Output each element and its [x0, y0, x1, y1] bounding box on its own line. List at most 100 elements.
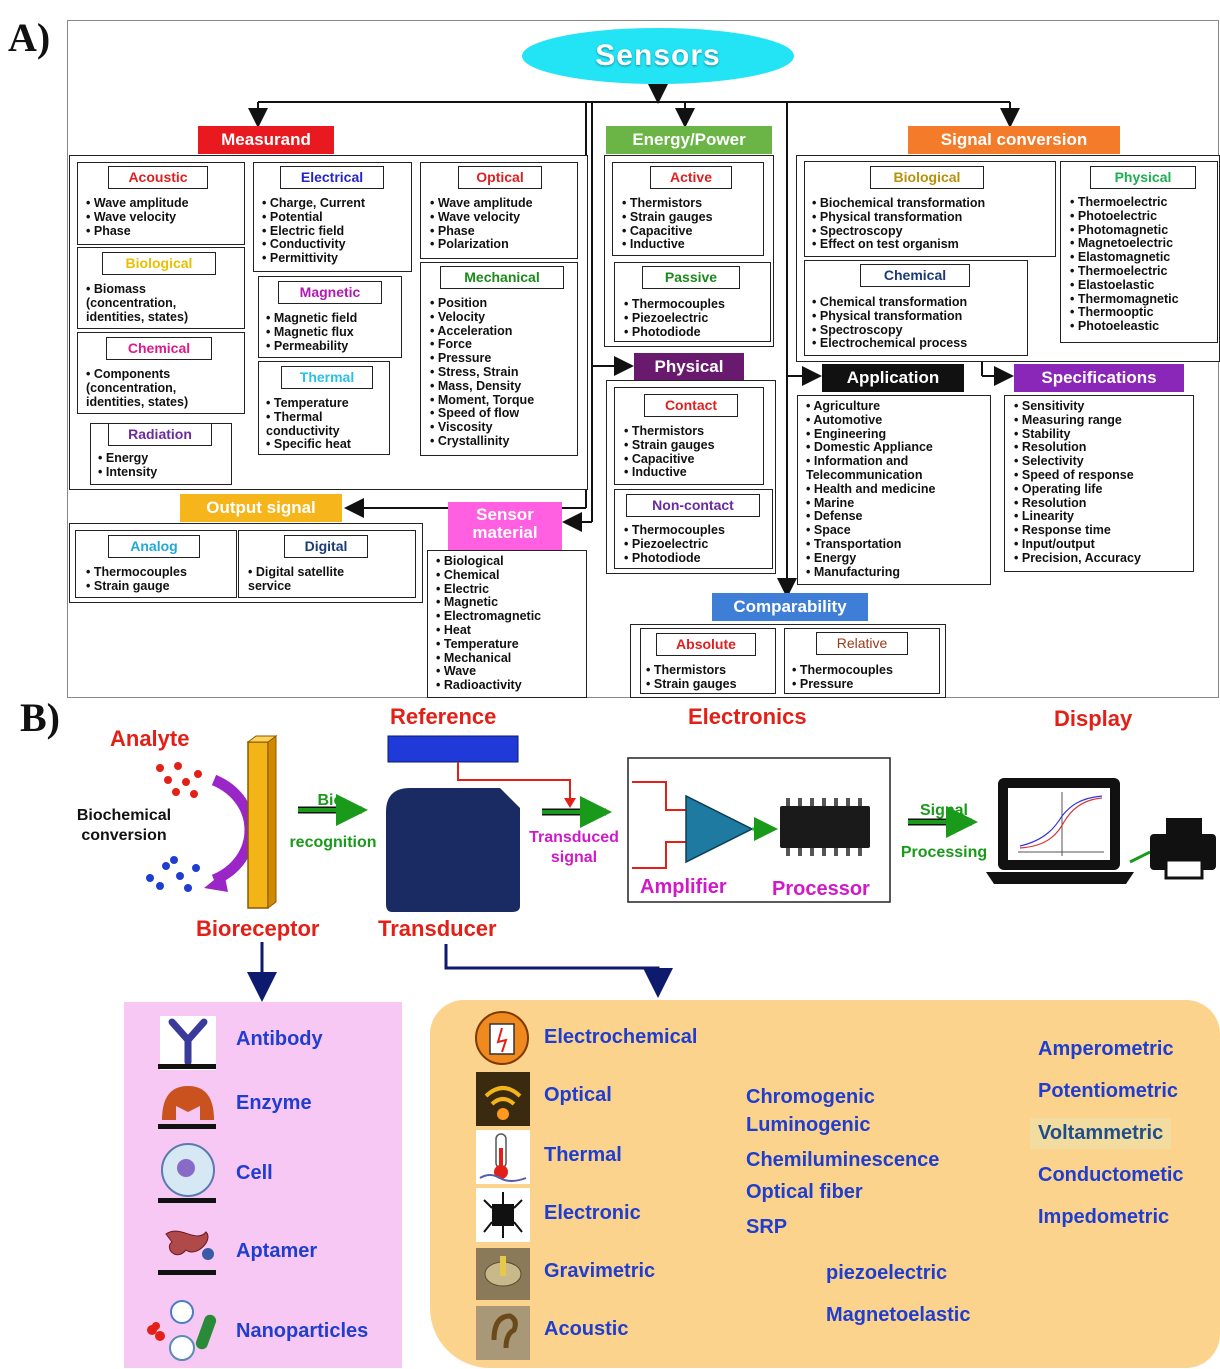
thermal-label: Thermal	[544, 1144, 622, 1166]
list-item: Pressure	[430, 351, 534, 366]
list-item: Thermistors	[624, 424, 715, 439]
list-item: Inductive	[624, 466, 715, 480]
enzyme-icon	[158, 1086, 216, 1129]
biochemical-conversion-label: Biochemical conversion	[76, 807, 172, 844]
antibody-label: Antibody	[236, 1028, 323, 1050]
electrochemical-icon	[475, 1011, 529, 1065]
thermal-list: Temperature Thermal conductivity Specifi…	[266, 396, 384, 452]
list-item: Force	[430, 338, 534, 352]
srp-label: SRP	[746, 1216, 788, 1238]
list-item: Physical transformation	[812, 309, 967, 324]
piezoelectric-label: piezoelectric	[826, 1262, 948, 1284]
magnetic-list: Magnetic field Magnetic flux Permeabilit…	[266, 311, 357, 354]
list-item: Information and Telecommunication	[806, 454, 986, 483]
list-item: Temperature	[266, 396, 384, 411]
acoustic-list: Wave amplitude Wave velocity Phase	[86, 196, 189, 239]
list-item: Electromagnetic	[436, 609, 541, 624]
list-item: Thermistors	[646, 663, 737, 678]
digital-list: Digital satellite service	[248, 565, 368, 594]
list-item: Elastomagnetic	[1070, 250, 1179, 265]
list-item: Wave	[436, 665, 541, 679]
magnetic-title: Magnetic	[278, 281, 382, 304]
radiation-title: Radiation	[108, 423, 212, 446]
list-item: Thermomagnetic	[1070, 292, 1179, 307]
impedometric-label: Impedometric	[1038, 1206, 1170, 1228]
amplifier-label: Amplifier	[640, 876, 727, 898]
list-item: Automotive	[806, 413, 986, 428]
aptamer-icon	[158, 1230, 216, 1275]
list-item: Electrochemical process	[812, 337, 967, 351]
optical-label: Optical	[544, 1084, 612, 1106]
list-item: Strain gauges	[622, 210, 713, 225]
passive-title: Passive	[642, 266, 740, 289]
list-item: Thermooptic	[1070, 306, 1179, 320]
list-item: Energy	[98, 451, 157, 466]
list-item: Wave velocity	[86, 210, 189, 225]
nanoparticles-label: Nanoparticles	[236, 1320, 369, 1342]
thermometer-icon	[476, 1130, 530, 1184]
mechanical-title: Mechanical	[440, 266, 564, 289]
electronics-label: Electronics	[688, 704, 807, 729]
list-item: Strain gauge	[86, 579, 187, 594]
non-contact-list: Thermocouples Piezoelectric Photodiode	[624, 523, 725, 565]
relative-title: Relative	[816, 632, 908, 655]
list-item: Engineering	[806, 427, 986, 442]
application-tag: Application	[822, 364, 964, 392]
display-label: Display	[1054, 706, 1133, 731]
cell-label: Cell	[236, 1162, 273, 1184]
list-item: Spectroscopy	[812, 323, 967, 338]
list-item: Elastoelastic	[1070, 278, 1179, 293]
contact-list: Thermistors Strain gauges Capacitive Ind…	[624, 424, 715, 480]
list-item: Pressure	[792, 677, 893, 692]
chemical-title: Chemical	[106, 337, 212, 360]
contact-title: Contact	[644, 394, 738, 417]
aptamer-label: Aptamer	[236, 1240, 318, 1262]
list-item: Intensity	[98, 465, 157, 480]
chemical-list: Components (concentration, identities, s…	[86, 367, 238, 409]
list-item: Chemical transformation	[812, 295, 967, 310]
list-item: Marine	[806, 496, 986, 511]
list-item: Inductive	[622, 238, 713, 252]
mechanical-list: Position Velocity Acceleration Force Pre…	[430, 296, 534, 449]
relative-list: Thermocouples Pressure	[792, 663, 893, 692]
electronic-label: Electronic	[544, 1202, 641, 1224]
digital-title: Digital	[284, 535, 368, 558]
signal-conversion-tag: Signal conversion	[908, 126, 1120, 154]
list-item: Piezoelectric	[624, 311, 725, 326]
list-item: Sensitivity	[1014, 399, 1141, 414]
list-item: Photodiode	[624, 325, 725, 340]
list-item: Conductivity	[262, 238, 365, 252]
passive-list: Thermocouples Piezoelectric Photodiode	[624, 297, 725, 340]
acoustic-label: Acoustic	[544, 1318, 629, 1340]
optical-fiber-label: Optical fiber	[746, 1181, 863, 1203]
list-item: Polarization	[430, 238, 533, 252]
sc-physical-title: Physical	[1090, 166, 1196, 189]
sensor-material-tag: Sensor material	[448, 502, 562, 550]
list-item: Domestic Appliance	[806, 441, 986, 455]
list-item: Permeability	[266, 339, 357, 354]
sensors-root: Sensors	[522, 28, 794, 84]
list-item: Capacitive	[622, 224, 713, 239]
application-list: Agriculture Automotive Engineering Domes…	[806, 399, 986, 579]
electronic-chip-icon	[476, 1188, 530, 1242]
list-item: Photoeleastic	[1070, 319, 1179, 334]
list-item: Potential	[262, 210, 365, 225]
optical-list: Wave amplitude Wave velocity Phase Polar…	[430, 196, 533, 252]
specifications-list: Sensitivity Measuring range Stability Re…	[1014, 399, 1141, 566]
sc-biological-list: Biochemical transformation Physical tran…	[812, 196, 985, 252]
cell-icon	[158, 1143, 216, 1203]
absolute-list: Thermistors Strain gauges	[646, 663, 737, 692]
list-item: Resolution	[1014, 441, 1141, 455]
list-item: Heat	[436, 623, 541, 638]
sc-biological-title: Biological	[870, 166, 984, 189]
list-item: Photomagnetic	[1070, 223, 1179, 238]
potentiometric-label: Potentiometric	[1038, 1080, 1179, 1102]
list-item: Moment, Torque	[430, 393, 534, 408]
processor-label: Processor	[772, 878, 870, 900]
specifications-tag: Specifications	[1014, 364, 1184, 392]
list-item: Input/output	[1014, 537, 1141, 552]
list-item: Phase	[86, 224, 189, 239]
list-item: Thermocouples	[624, 297, 725, 312]
